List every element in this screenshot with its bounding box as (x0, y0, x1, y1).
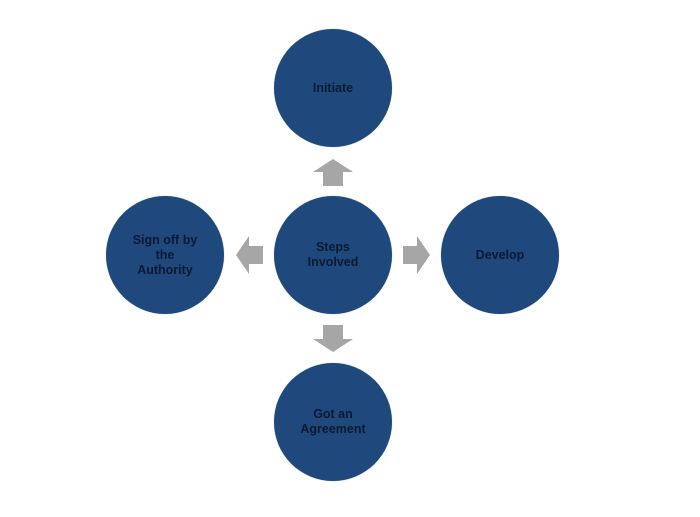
arrow-right-icon (403, 236, 430, 274)
node-develop: Develop (441, 196, 559, 314)
arrow-left-icon (236, 236, 263, 274)
node-label: Initiate (312, 80, 354, 95)
node-label: Develop (475, 247, 525, 262)
node-steps-involved: Steps Involved (274, 196, 392, 314)
node-label: Sign off by the Authority (132, 232, 198, 277)
node-sign-off: Sign off by the Authority (106, 196, 224, 314)
node-got-an-agreement: Got an Agreement (274, 363, 392, 481)
node-label: Got an Agreement (300, 407, 366, 436)
arrow-up-icon (313, 159, 353, 186)
arrow-down-icon (313, 325, 353, 352)
node-initiate: Initiate (274, 29, 392, 147)
node-label: Steps Involved (307, 240, 359, 269)
